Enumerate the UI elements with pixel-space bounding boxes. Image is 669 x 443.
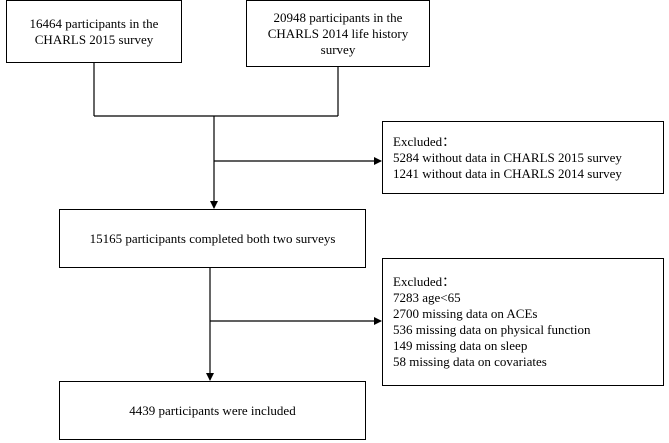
- box-charls-2015-line-1: 16464 participants in the: [29, 15, 159, 31]
- box-completed-line-1: 15165 participants completed both two su…: [89, 230, 336, 246]
- box-excluded-2-line-1: 7283 age<65: [393, 290, 461, 305]
- box-completed: 15165 participants completed both two su…: [59, 209, 366, 268]
- box-charls-2015-line-2: CHARLS 2015 survey: [34, 31, 154, 47]
- box-charls-2014-line-3: survey: [320, 41, 356, 57]
- box-excluded-1-line-2: 1241 without data in CHARLS 2014 survey: [393, 165, 622, 181]
- box-charls-2014: 20948 participants in the CHARLS 2014 li…: [246, 0, 430, 67]
- box-charls-2015: 16464 participants in the CHARLS 2015 su…: [6, 0, 182, 63]
- box-excluded-1-heading: Excluded：: [393, 133, 456, 149]
- box-excluded-2-line-3: 536 missing data on physical function: [393, 322, 591, 337]
- box-excluded-2: Excluded： 7283 age<65 2700 missing data …: [382, 258, 664, 386]
- box-charls-2014-line-1: 20948 participants in the: [273, 9, 403, 25]
- box-excluded-2-line-5: 58 missing data on covariates: [393, 354, 547, 369]
- box-charls-2014-line-2: CHARLS 2014 life history: [267, 25, 409, 41]
- box-excluded-1-line-1: 5284 without data in CHARLS 2015 survey: [393, 149, 622, 165]
- box-excluded-2-heading: Excluded：: [393, 274, 456, 289]
- box-included-line-1: 4439 participants were included: [129, 402, 296, 418]
- box-excluded-2-line-4: 149 missing data on sleep: [393, 338, 528, 353]
- box-excluded-1: Excluded： 5284 without data in CHARLS 20…: [382, 121, 664, 194]
- box-excluded-2-line-2: 2700 missing data on ACEs: [393, 306, 538, 321]
- box-included: 4439 participants were included: [59, 381, 366, 440]
